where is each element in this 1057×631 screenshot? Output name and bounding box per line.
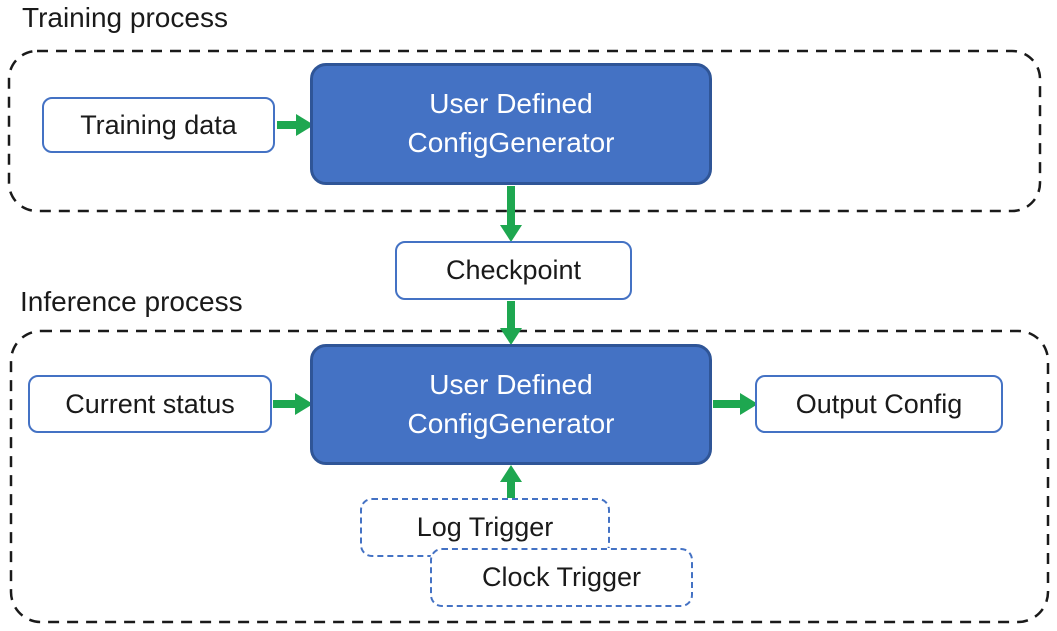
config-generator-node-training: User Defined ConfigGenerator: [310, 63, 712, 185]
inference-process-label: Inference process: [20, 286, 243, 317]
output-config-node: Output Config: [755, 375, 1003, 433]
arrows-group: [273, 114, 758, 498]
training-process-container: [7, 49, 1042, 213]
config-generator-node-inference: User Defined ConfigGenerator: [310, 344, 712, 465]
config-generator-inference-line2: ConfigGenerator: [407, 407, 615, 439]
inference-process-container: [9, 329, 1050, 624]
arrow-training-data-to-generator: [277, 114, 314, 136]
config-generator-training-line2: ConfigGenerator: [407, 127, 615, 158]
arrow-checkpoint-to-generator: [500, 301, 522, 345]
config-generator-training-line1: User Defined: [429, 88, 593, 120]
arrow-generator-to-checkpoint: [500, 186, 522, 242]
arrow-trigger-to-generator-up: [500, 465, 522, 498]
arrow-current-status-to-generator: [273, 393, 313, 415]
current-status-node: Current status: [28, 375, 272, 433]
clock-trigger-node: Clock Trigger: [430, 548, 693, 607]
checkpoint-node: Checkpoint: [395, 241, 632, 300]
training-process-label: Training process: [22, 2, 228, 33]
training-data-node: Training data: [42, 97, 275, 153]
arrow-generator-to-output-config: [713, 393, 758, 415]
config-generator-inference-line1: User Defined: [429, 368, 593, 400]
log-trigger-node: Log Trigger: [360, 498, 610, 557]
